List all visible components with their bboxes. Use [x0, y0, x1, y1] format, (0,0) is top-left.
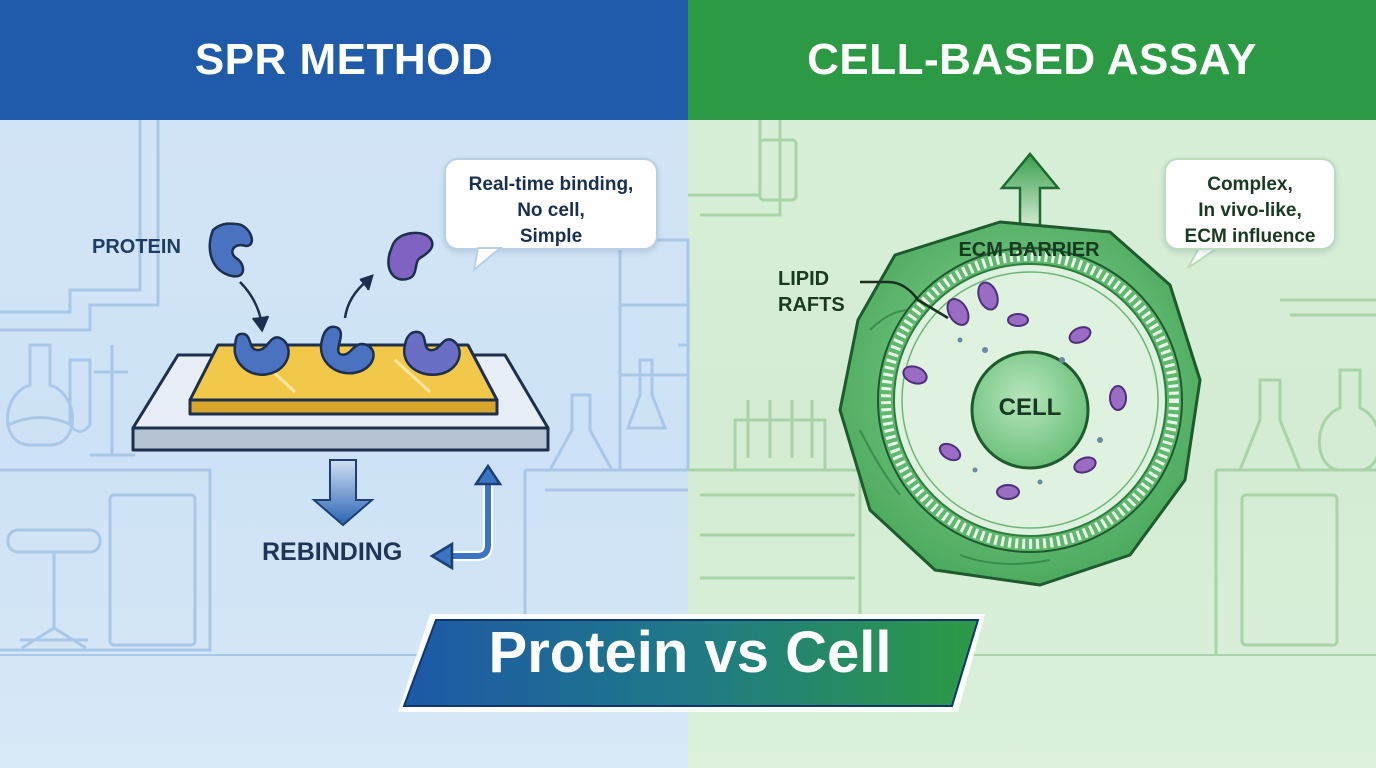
cell-note-bubble: Complex, In vivo-like, ECM influence: [1164, 158, 1336, 250]
spr-note-bubble: Real-time binding, No cell, Simple: [444, 158, 658, 250]
spr-note-line: Simple: [519, 226, 583, 247]
banner-title: Protein vs Cell: [488, 620, 892, 685]
rebinding-arrow: [429, 463, 503, 571]
protein-bound-2: [319, 325, 375, 375]
lipid-rafts: [902, 281, 1127, 500]
rebinding-label: REBINDING: [262, 538, 403, 566]
lab-flask-icon: [6, 343, 74, 447]
protein-released: [387, 231, 434, 281]
test-tube-icon: [68, 358, 92, 433]
spr-method-title: SPR METHOD: [194, 35, 494, 84]
lab-flask-icon: [547, 393, 615, 472]
comparison-banner: [398, 614, 985, 712]
cell-particles: [957, 337, 1103, 485]
cell-note-line: Complex,: [1207, 174, 1293, 195]
protein-bound-1: [233, 332, 290, 376]
spr-note-line: Real-time binding,: [468, 174, 634, 195]
protein-label: PROTEIN: [92, 236, 181, 258]
cell-assay-title: CELL-BASED ASSAY: [807, 35, 1257, 84]
spr-note-line: No cell,: [517, 200, 585, 221]
lipid-rafts-label: LIPID RAFTS: [778, 266, 845, 318]
cell-label: CELL: [998, 394, 1062, 421]
arrow-up-icon: [999, 152, 1061, 227]
arrow-up-icon: [343, 274, 374, 319]
cell-illustration: [838, 220, 1202, 587]
spr-header: [0, 0, 688, 120]
cell-note-line: In vivo-like,: [1198, 200, 1302, 221]
cell-assay-header: [688, 0, 1376, 120]
lipid-rafts-line: LIPID: [778, 268, 830, 290]
lipid-rafts-pointer: [860, 280, 949, 320]
protein-molecule-icon: [208, 222, 254, 278]
arrow-down-icon: [311, 459, 375, 527]
arrow-down-icon: [239, 281, 270, 333]
cell-note-line: ECM influence: [1184, 226, 1316, 247]
lipid-rafts-line: RAFTS: [778, 294, 845, 316]
ecm-barrier-label: ECM BARRIER: [958, 239, 1100, 261]
lab-flask-icon: [1237, 378, 1303, 472]
protein-bound-3: [402, 330, 461, 376]
cell-nucleus: [970, 350, 1090, 470]
